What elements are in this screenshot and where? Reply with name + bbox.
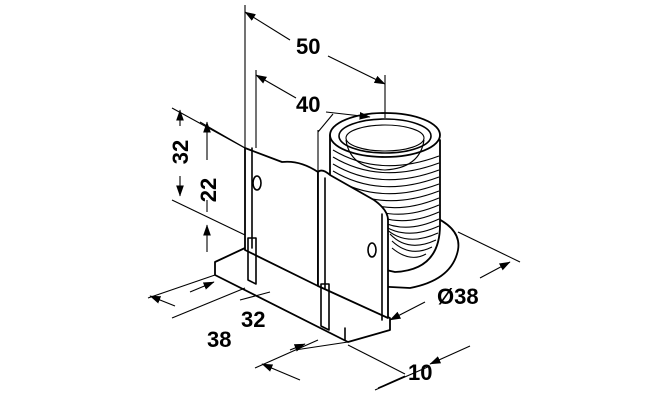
dimension-40: 40 (296, 92, 320, 117)
dimension-32-width: 32 (241, 307, 265, 332)
dimension-38-depth: 38 (207, 327, 231, 352)
dimension-22: 22 (196, 178, 221, 202)
dimension-diameter-38: Ø38 (437, 284, 479, 309)
dimension-lines (147, 5, 521, 391)
dimension-50: 50 (296, 34, 320, 59)
dimension-10: 10 (408, 360, 432, 385)
dimension-32-height: 32 (168, 140, 193, 164)
